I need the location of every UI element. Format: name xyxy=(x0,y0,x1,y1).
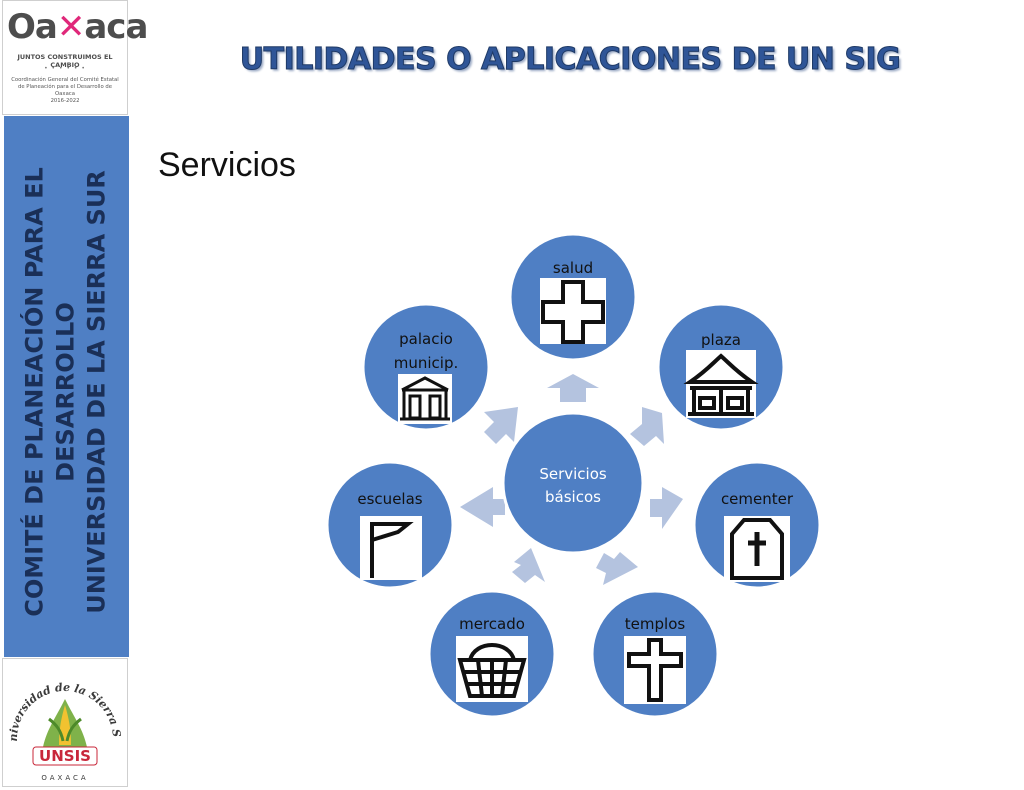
node-templos: templos xyxy=(590,589,720,719)
node-cementer: cementer xyxy=(692,460,822,590)
flag-icon xyxy=(370,522,414,578)
kiosk-icon xyxy=(683,353,759,416)
basket-icon xyxy=(457,643,527,698)
arrow-salud xyxy=(547,374,599,402)
unsis-acronym: UNSIS xyxy=(39,747,91,765)
unsis-logo: Universidad de la Sierra Sur UNSIS OAXAC… xyxy=(0,649,128,787)
node-label-salud: salud xyxy=(553,259,593,277)
node-label-cementer: cementer xyxy=(721,490,794,508)
arrow-templos xyxy=(596,552,638,585)
arrow-escuelas xyxy=(460,487,505,527)
arrow-palacio xyxy=(484,407,518,444)
node-plaza: plaza xyxy=(656,302,786,432)
slide-subtitle: Servicios xyxy=(158,146,296,184)
unsis-seal-icon: Universidad de la Sierra Sur UNSIS OAXAC… xyxy=(0,649,123,782)
node-palacio: palacio municip. xyxy=(361,302,491,432)
arrow-cementer xyxy=(650,487,683,529)
node-salud: salud xyxy=(508,232,638,362)
node-label-plaza: plaza xyxy=(701,331,741,349)
center-node: Servicios básicos xyxy=(501,411,645,555)
sidebar: Oa✕aca JUNTOS CONSTRUIMOS EL CAMBIO • • … xyxy=(0,0,148,789)
sidebar-band xyxy=(4,116,129,657)
oaxaca-logo: Oa✕aca JUNTOS CONSTRUIMOS EL CAMBIO • • … xyxy=(2,0,148,115)
center-label-line1: Servicios xyxy=(539,465,607,483)
arrow-plaza xyxy=(630,407,664,446)
node-label-palacio-2: municip. xyxy=(394,354,459,372)
palace-icon xyxy=(400,376,450,421)
logo-slogan: JUNTOS CONSTRUIMOS EL CAMBIO xyxy=(17,53,113,69)
cross-icon xyxy=(541,280,605,344)
node-label-templos: templos xyxy=(625,615,686,633)
center-label-line2: básicos xyxy=(545,488,601,506)
tombstone-icon xyxy=(730,518,784,580)
arrow-mercado xyxy=(512,548,545,583)
logo-wordmark: Oa✕aca xyxy=(7,7,148,47)
unsis-state: OAXACA xyxy=(41,774,88,782)
logo-dots: • • • • • • xyxy=(44,65,86,72)
node-label-palacio: palacio xyxy=(399,330,453,348)
node-label-mercado: mercado xyxy=(459,615,525,633)
diagram-arrows xyxy=(460,374,683,585)
latin-cross-icon xyxy=(627,638,683,702)
node-escuelas: escuelas xyxy=(325,460,455,590)
slide-title: UTILIDADES O APLICACIONES DE UN SIG xyxy=(239,42,901,78)
logo-coordination: Coordinación General del Comité Estatal … xyxy=(11,77,119,104)
node-mercado: mercado xyxy=(427,589,557,719)
node-label-escuelas: escuelas xyxy=(357,490,422,508)
